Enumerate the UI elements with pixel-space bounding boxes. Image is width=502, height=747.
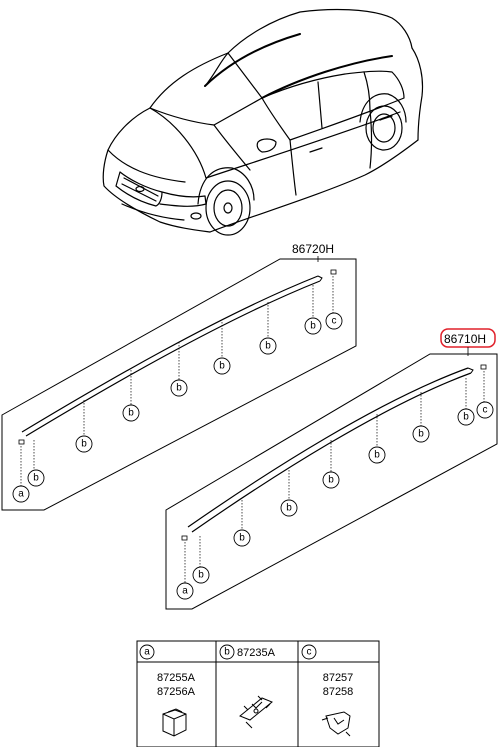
callout-letter-c: c: [483, 405, 488, 416]
legend-header-letter-b: b: [224, 647, 230, 658]
callout-letter-b: b: [286, 503, 292, 514]
lower-rail-part-number: 86710H: [444, 332, 486, 346]
car-illustration: [102, 8, 424, 236]
legend-header-code-b: 87235A: [237, 647, 276, 659]
callout-letter-b: b: [176, 383, 182, 394]
lower-rail-panel: 86710H: [165, 328, 498, 610]
callout-letter-c: c: [332, 316, 337, 327]
callout-circle-b: [170, 379, 188, 397]
legend-part-number: 87257: [323, 672, 354, 684]
upper-rail-part-number: 86720H: [292, 242, 334, 256]
legend-header-letter-a: a: [144, 647, 150, 658]
callout-letter-b: b: [265, 341, 271, 352]
legend-header-callout-a: [139, 644, 155, 660]
clip-a-sketch: [162, 708, 187, 737]
callout-circle-b: [280, 499, 298, 517]
callout-letter-b: b: [198, 570, 204, 581]
callout-circle-b: [233, 529, 251, 547]
callout-circle-b: [213, 357, 231, 375]
callout-letter-b: b: [219, 361, 225, 372]
callout-circle-b: [122, 404, 140, 422]
callout-circle-b: [75, 435, 93, 453]
callout-circle-a: [12, 485, 30, 503]
callout-circle-b: [259, 337, 277, 355]
callout-letter-b: b: [374, 450, 380, 461]
callout-circle-b: [322, 471, 340, 489]
callout-letter-a: a: [182, 586, 188, 597]
callout-circle-b: [457, 408, 475, 426]
legend-part-number: 87258: [323, 686, 354, 698]
legend-header-callout-c: [301, 644, 317, 660]
legend-table: a b 87235A c 87255A 87256A 87257 87258: [136, 640, 380, 747]
callout-circle-c: [476, 401, 494, 419]
callout-letter-b: b: [328, 475, 334, 486]
callout-letter-b: b: [128, 408, 134, 419]
upper-rail-panel: 86720H: [1, 242, 357, 511]
callout-letter-b: b: [239, 533, 245, 544]
callout-circle-a: [176, 582, 194, 600]
legend-header-letter-c: c: [307, 647, 312, 658]
callout-circle-b: [368, 446, 386, 464]
callout-letter-b: b: [81, 439, 87, 450]
clip-c-sketch: [321, 711, 351, 737]
legend-part-number: 87256A: [157, 686, 196, 698]
callout-circle-b: [192, 566, 210, 584]
callout-circle-c: [325, 312, 343, 330]
callout-letter-b: b: [418, 429, 424, 440]
callout-letter-b: b: [33, 473, 39, 484]
legend-header-callout-b: [219, 644, 235, 660]
callout-letter-b: b: [310, 321, 316, 332]
legend-part-number: 87255A: [157, 672, 196, 684]
callout-circle-b: [304, 317, 322, 335]
callout-letter-a: a: [18, 489, 24, 500]
callout-circle-b: [412, 425, 430, 443]
callout-circle-b: [27, 469, 45, 487]
callout-letter-b: b: [463, 412, 469, 423]
clip-b-sketch: [239, 695, 273, 729]
